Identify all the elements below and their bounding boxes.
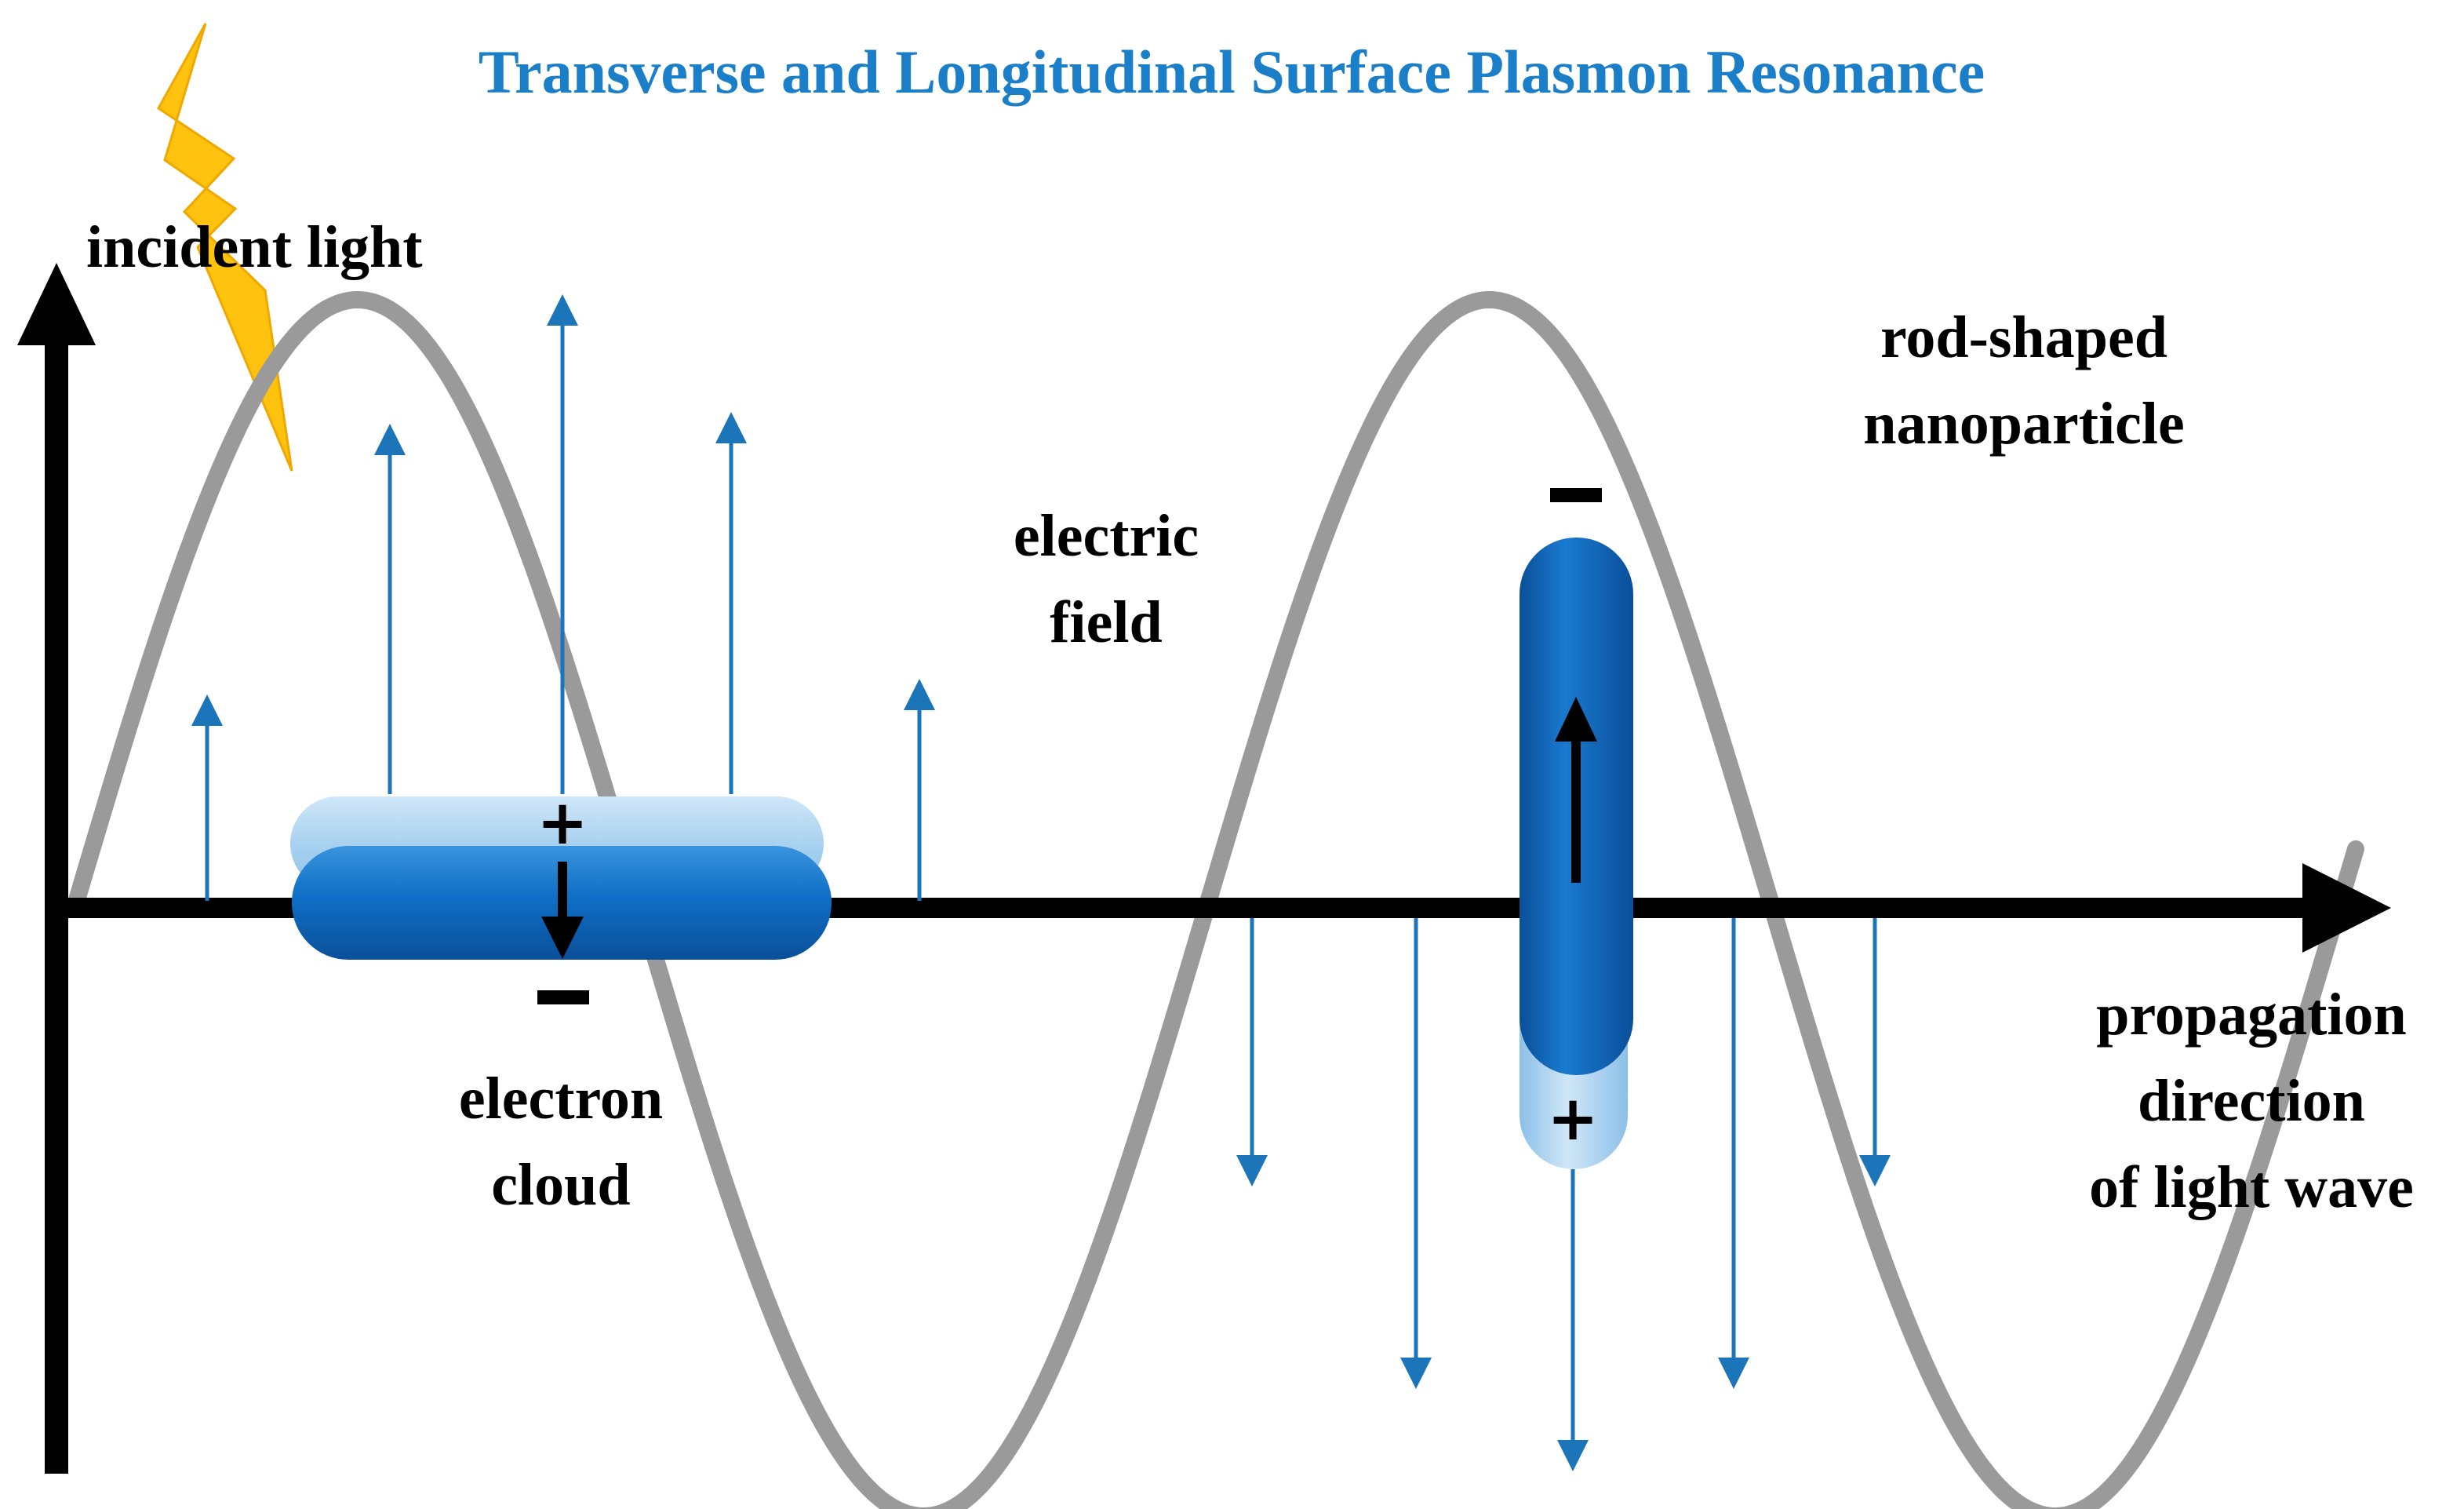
electron-cloud-label-line1: electron	[459, 1066, 663, 1132]
lightning-bolt-icon	[157, 23, 293, 472]
charge-shift-arrow-up	[1555, 697, 1597, 883]
electric-field-label-line2: field	[1050, 589, 1163, 655]
propagation-direction-label-line1: propagation	[2096, 982, 2407, 1048]
electric-field-label-line1: electric	[1014, 503, 1199, 569]
rod-shaped-nanoparticle-label-line2: nanoparticle	[1863, 391, 2185, 457]
diagram-title: Transverse and Longitudinal Surface Plas…	[479, 38, 1985, 106]
field-arrows-down	[1236, 918, 1891, 1471]
rod-shaped-nanoparticle-label-line1: rod-shaped	[1880, 304, 2167, 370]
transverse-nanorod: +	[290, 788, 832, 1004]
longitudinal-nanorod: +	[1520, 488, 1633, 1169]
minus-sign-icon	[537, 990, 589, 1004]
light-wave-curve	[66, 290, 2364, 1509]
field-arrows-up	[191, 294, 935, 901]
plus-sign-icon: +	[1547, 1084, 1598, 1154]
plus-sign-icon: +	[537, 788, 588, 858]
electron-cloud-label-line2: cloud	[491, 1152, 630, 1218]
charge-shift-arrow-down	[541, 862, 584, 959]
minus-sign-icon	[1550, 488, 1602, 502]
propagation-direction-label-line3: of light wave	[2089, 1154, 2414, 1220]
propagation-direction-label-line2: direction	[2138, 1068, 2365, 1134]
incident-light-label: incident light	[86, 214, 423, 280]
